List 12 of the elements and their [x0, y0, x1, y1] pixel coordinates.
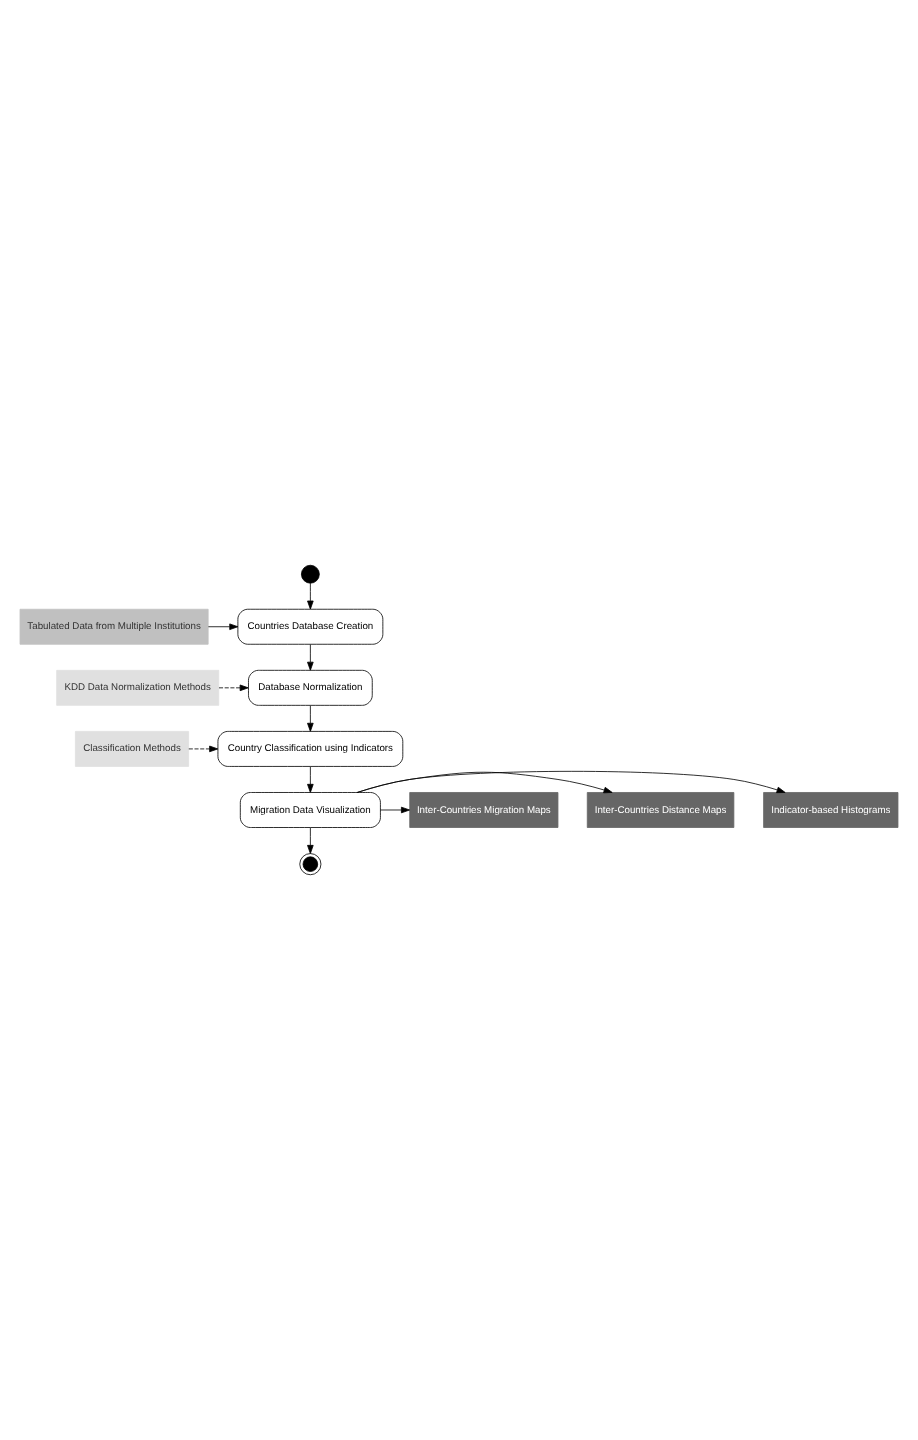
arrow [356, 771, 613, 794]
arrow [307, 582, 314, 610]
arrow [307, 766, 314, 793]
arrow [208, 623, 239, 630]
arrow [218, 684, 249, 692]
arrow [380, 806, 410, 814]
arrow [188, 745, 219, 753]
arrow [307, 705, 314, 732]
arrow [307, 644, 314, 671]
arrow [307, 827, 314, 854]
node-circle [301, 564, 320, 584]
arrow [356, 770, 786, 794]
